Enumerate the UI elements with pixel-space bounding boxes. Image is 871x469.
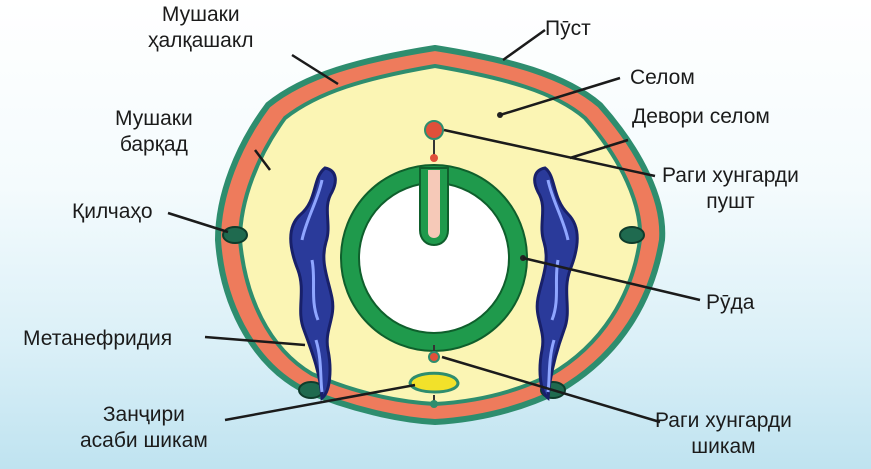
label-muscle-ring-line2: ҳалқашакл [148, 28, 254, 54]
setae-right [620, 227, 644, 243]
label-setae: Қилчаҳо [72, 199, 153, 225]
label-nerve-cord-line2: асаби шикам [80, 428, 208, 454]
label-longitudinal-muscle-line1: Мушаки [115, 106, 193, 132]
label-metanephridia: Метанефридия [23, 326, 172, 352]
label-dorsal-vessel-line2: пушт [662, 189, 799, 215]
label-ventral-vessel: Раги хунгарди шикам [655, 408, 792, 460]
label-dorsal-vessel: Раги хунгарди пушт [662, 163, 799, 215]
label-muscle-ring: Мушаки ҳалқашакл [148, 2, 254, 54]
label-longitudinal-muscle: Мушаки барқад [115, 106, 193, 158]
label-longitudinal-muscle-line2: барқад [115, 132, 193, 158]
label-skin: Пӯст [545, 16, 591, 42]
label-muscle-ring-line1: Мушаки [148, 2, 254, 28]
label-gut: Рӯда [706, 290, 754, 316]
label-nerve-cord-line1: Занҷири [80, 402, 208, 428]
label-nerve-cord: Занҷири асаби шикам [80, 402, 208, 454]
label-ventral-vessel-line1: Раги хунгарди [655, 408, 792, 434]
setae-left [223, 227, 247, 243]
label-coelom-wall: Девори селом [632, 104, 770, 130]
label-dorsal-vessel-line1: Раги хунгарди [662, 163, 799, 189]
gut [341, 165, 527, 351]
label-coelom: Селом [630, 65, 695, 91]
label-ventral-vessel-line2: шикам [655, 434, 792, 460]
